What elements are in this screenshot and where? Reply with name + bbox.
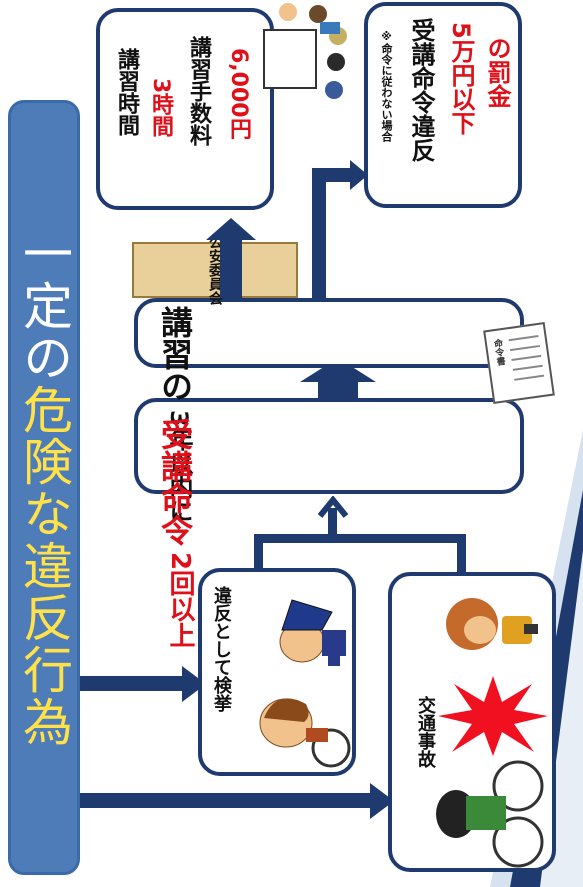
pedestrian-icon bbox=[446, 598, 538, 650]
order-document-icon: 命令書 bbox=[483, 322, 555, 404]
lecture-line3: 講習手数料 bbox=[186, 36, 211, 146]
count-box: 3年以内に 2回以上 bbox=[134, 398, 524, 648]
penalty-note: ※命令に従わない場合 bbox=[380, 30, 393, 142]
order-document-label: 命令書 bbox=[491, 338, 506, 367]
penalty-line1: 受講命令違反 bbox=[407, 18, 435, 162]
order-part2: 受講命令 bbox=[156, 418, 194, 546]
accident-label: 交通事故 bbox=[415, 696, 436, 768]
penalty-box: ※命令に従わない場合 受講命令違反 5万円以下 の罰金 bbox=[364, 2, 522, 208]
lecture-line2: 3時間 bbox=[148, 78, 173, 138]
arrow-to-lecture-shaft bbox=[220, 236, 242, 298]
lecture-box: 講習時間 3時間 講習手数料 6,000円 bbox=[96, 8, 274, 210]
connector-arrow-head bbox=[318, 496, 348, 518]
arrow-head-arrest bbox=[182, 666, 206, 702]
arrow-to-arrest bbox=[80, 676, 188, 691]
lecture-line4: 6,000円 bbox=[226, 48, 251, 140]
lecture-line1: 講習時間 bbox=[114, 48, 139, 136]
cyclist-icon bbox=[259, 698, 351, 768]
arrest-label: 違反として検挙 bbox=[211, 586, 232, 712]
connector-vertical bbox=[254, 534, 466, 543]
arrow-to-penalty-head bbox=[350, 160, 368, 190]
arrow-head-accident bbox=[370, 783, 394, 819]
arrow-to-penalty-vertical bbox=[312, 180, 326, 300]
impact-burst-icon bbox=[438, 676, 548, 756]
arrow-to-order-head bbox=[300, 358, 376, 382]
bicycle-rider-icon bbox=[436, 760, 544, 868]
connector-mid bbox=[328, 508, 337, 536]
commission-label: 公安委員会 bbox=[207, 235, 223, 305]
penalty-line2: 5万円以下 bbox=[447, 22, 475, 135]
arrow-to-order-shaft bbox=[318, 378, 358, 398]
count-part2: 2回以上 bbox=[165, 552, 195, 649]
arrow-to-lecture-head bbox=[206, 218, 256, 240]
connector-right bbox=[457, 534, 466, 574]
title-highlight: 危険な違反行為 bbox=[15, 383, 73, 748]
classroom-icon bbox=[263, 3, 347, 99]
commission-tag: 公安委員会 bbox=[132, 235, 298, 305]
arrow-to-penalty-horizontal bbox=[312, 168, 354, 182]
count-part1: 3年以内に bbox=[165, 410, 193, 523]
arrest-box: 違反として検挙 bbox=[198, 568, 356, 776]
police-officer-icon bbox=[279, 599, 346, 666]
title-banner: 一定の危険な違反行為 bbox=[8, 100, 80, 875]
accident-box: 交通事故 bbox=[388, 572, 556, 872]
page-title: 一定の危険な違反行為 bbox=[8, 228, 80, 748]
penalty-line3: の罰金 bbox=[483, 36, 511, 108]
title-prefix: 一定の bbox=[15, 227, 73, 384]
order-part1: 講習の bbox=[156, 306, 194, 402]
arrow-to-accident bbox=[80, 793, 376, 808]
connector-left bbox=[254, 534, 263, 570]
order-box: 講習の 受講命令 bbox=[134, 298, 524, 546]
